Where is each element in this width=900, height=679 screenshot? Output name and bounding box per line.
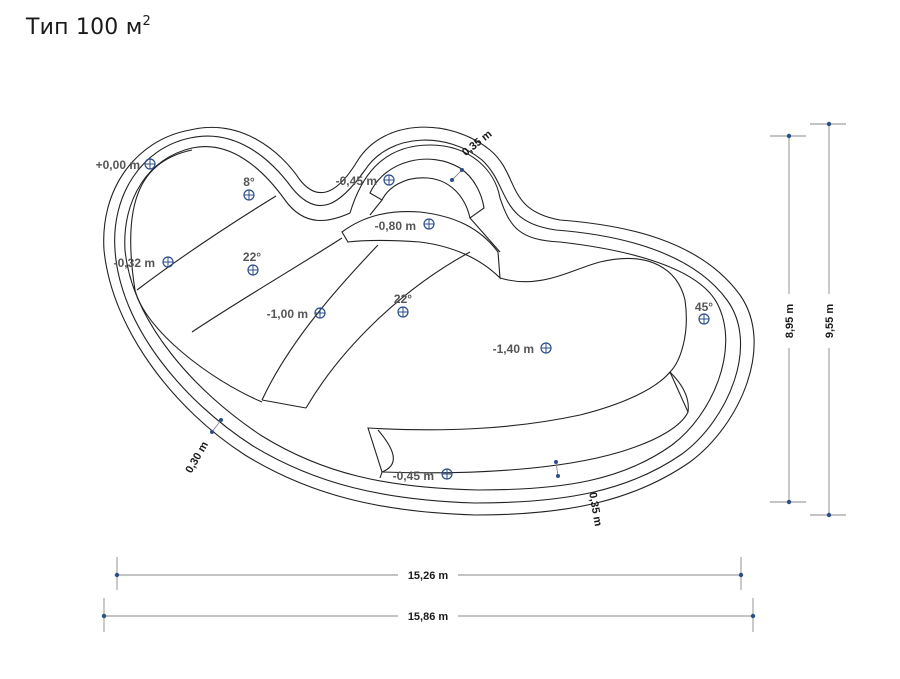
step-line-3 (261, 244, 379, 401)
marker-8: -1,40 m (493, 342, 552, 356)
pool-coping-edge (114, 135, 742, 504)
left-shelf-edge (130, 149, 263, 403)
dimension-height-outer: 9,55 m (810, 121, 846, 518)
bottom-bench (367, 370, 689, 474)
pool-outer-edge (103, 126, 755, 516)
marker-0: +0,00 m (96, 158, 156, 172)
wall-left-label: 0,30 m (183, 439, 211, 475)
page-title: Тип 100 м2 (26, 14, 151, 40)
dimension-height-inner: 8,95 m (770, 133, 806, 505)
wall-thickness-top: 0,35 m (450, 128, 495, 182)
bottom-bench-front (377, 429, 394, 479)
height-outer-label: 9,55 m (824, 304, 836, 338)
marker-1: -0,45 m (336, 174, 395, 188)
width-outer-label: 15,86 m (408, 611, 449, 623)
wall-top-label: 0,35 m (460, 128, 495, 159)
marker-4-label: 22° (243, 250, 261, 264)
marker-5: -0,32 m (114, 256, 174, 270)
title-superscript: 2 (142, 14, 151, 29)
marker-3: 8° (243, 175, 255, 201)
top-step-lower (341, 211, 501, 280)
step-line-4 (305, 251, 471, 409)
step-line-5 (261, 399, 307, 409)
width-inner-label: 15,26 m (408, 570, 449, 582)
marker-5-label: -0,32 m (114, 256, 155, 270)
marker-6-label: -1,00 m (267, 307, 308, 321)
marker-1-label: -0,45 m (336, 174, 377, 188)
top-step-upper (369, 158, 485, 219)
marker-9: 45° (695, 300, 713, 325)
marker-9-label: 45° (695, 300, 713, 314)
marker-4: 22° (243, 250, 261, 276)
pool-inner-wall (124, 144, 727, 491)
marker-2: -0,80 m (375, 218, 435, 233)
step-line-2 (191, 237, 343, 333)
wall-bottom-label: 0,35 m (586, 491, 604, 527)
top-step-riser (369, 199, 501, 253)
marker-8-label: -1,40 m (493, 342, 534, 356)
marker-6: -1,00 m (267, 307, 326, 321)
title-text: Тип 100 м (26, 15, 143, 40)
wall-thickness-bottom: 0,35 m (554, 460, 604, 527)
marker-10: -0,45 m (393, 468, 453, 483)
marker-2-label: -0,80 m (375, 219, 416, 233)
step-line-1 (136, 195, 277, 291)
dimension-width-inner: 15,26 m (114, 557, 744, 590)
marker-7-label: 22° (394, 292, 412, 306)
height-inner-label: 8,95 m (784, 304, 796, 338)
dimension-width-outer: 15,86 m (101, 598, 756, 632)
wall-thickness-left: 0,30 m (183, 418, 223, 475)
marker-7: 22° (394, 292, 412, 318)
bench-side (669, 371, 689, 413)
marker-10-label: -0,45 m (393, 469, 434, 483)
marker-0-label: +0,00 m (96, 158, 140, 172)
deep-zone-edge (499, 257, 687, 373)
marker-3-label: 8° (243, 175, 255, 189)
